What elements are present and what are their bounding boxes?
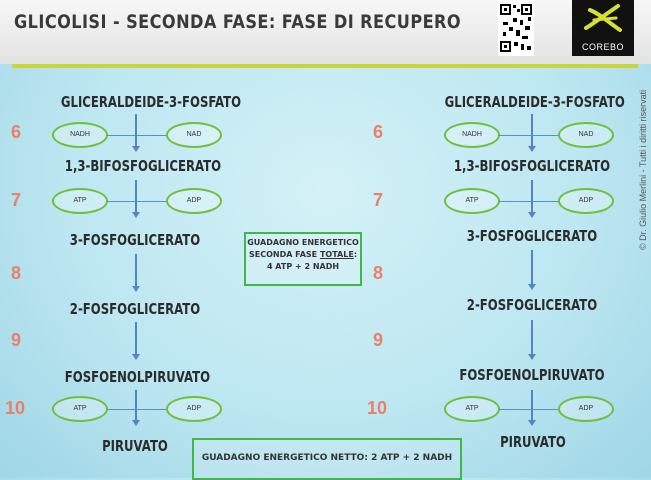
metabolite-fosfoenolpiruvato: FOSFOENOLPIRUVATO [459, 366, 605, 384]
page-title: GLICOLISI - SECONDA FASE: FASE DI RECUPE… [14, 11, 462, 33]
accent-rule [12, 64, 638, 68]
cofactor-adp: ADP [558, 188, 614, 214]
step-number-6: 6 [11, 122, 22, 142]
metabolite-3-fosfoglicerato: 3-FOSFOGLICERATO [466, 227, 598, 245]
metabolite-piruvato: PIRUVATO [102, 437, 168, 455]
step-number-7: 7 [11, 190, 22, 210]
arrow-icon [132, 390, 140, 426]
arrow-icon [132, 322, 140, 360]
cofactor-nad: NAD [166, 122, 222, 148]
copyright-notice: © Dr. Giulio Merlini - Tutti i diritti r… [638, 89, 648, 250]
metabolite-gliceraldeide-3-fosfato: GLICERALDEIDE-3-FOSFATO [60, 93, 242, 111]
arrow-icon [528, 320, 536, 360]
step-number-6: 6 [373, 122, 384, 142]
net-energy-box: GUADAGNO ENERGETICO NETTO: 2 ATP + 2 NAD… [192, 438, 462, 480]
arrow-icon [528, 114, 536, 152]
corebo-symbol-icon [584, 4, 622, 32]
energy-gain-line1: GUADAGNO ENERGETICO [247, 238, 359, 247]
metabolite-gliceraldeide-3-fosfato: GLICERALDEIDE-3-FOSFATO [444, 93, 625, 111]
cofactor-adp: ADP [166, 188, 222, 214]
energy-gain-emphasis: TOTALE [319, 250, 354, 259]
cofactor-line [498, 201, 560, 202]
arrow-icon [132, 180, 140, 218]
cofactor-line [498, 409, 560, 410]
step-number-8: 8 [373, 263, 384, 283]
cofactor-line [106, 135, 168, 136]
step-number-10: 10 [5, 398, 26, 418]
arrow-icon [528, 390, 536, 426]
metabolite-1-3-bifosfoglicerato: 1,3-BIFOSFOGLICERATO [64, 157, 222, 175]
cofactor-nadh: NADH [52, 122, 108, 148]
header-bar: GLICOLISI - SECONDA FASE: FASE DI RECUPE… [0, 0, 651, 64]
cofactor-line [106, 409, 168, 410]
step-number-9: 9 [11, 330, 22, 350]
step-number-8: 8 [11, 263, 22, 283]
cofactor-adp: ADP [166, 396, 222, 422]
qr-code-icon [498, 0, 534, 56]
step-number-9: 9 [373, 330, 384, 350]
metabolite-2-fosfoglicerato: 2-FOSFOGLICERATO [69, 300, 201, 318]
logo-text: COREBO [581, 42, 624, 52]
energy-gain-box: GUADAGNO ENERGETICO SECONDA FASE TOTALE:… [244, 232, 362, 286]
cofactor-atp: ATP [444, 188, 500, 214]
metabolite-piruvato: PIRUVATO [500, 433, 566, 451]
step-number-7: 7 [373, 190, 384, 210]
arrow-icon [132, 114, 140, 152]
energy-gain-line3: 4 ATP + 2 NADH [266, 262, 340, 271]
cofactor-nad: NAD [558, 122, 614, 148]
arrow-icon [132, 254, 140, 292]
cofactor-adp: ADP [558, 396, 614, 422]
cofactor-atp: ATP [52, 396, 108, 422]
corebo-logo: COREBO [572, 0, 634, 56]
cofactor-atp: ATP [444, 396, 500, 422]
metabolite-3-fosfoglicerato: 3-FOSFOGLICERATO [69, 231, 201, 249]
cofactor-atp: ATP [52, 188, 108, 214]
metabolite-1-3-bifosfoglicerato: 1,3-BIFOSFOGLICERATO [453, 157, 611, 175]
arrow-icon [528, 250, 536, 290]
metabolite-fosfoenolpiruvato: FOSFOENOLPIRUVATO [64, 368, 211, 386]
step-number-10: 10 [367, 398, 388, 418]
cofactor-line [498, 135, 560, 136]
metabolite-2-fosfoglicerato: 2-FOSFOGLICERATO [466, 296, 598, 314]
arrow-icon [528, 180, 536, 218]
cofactor-nadh: NADH [444, 122, 500, 148]
energy-gain-line2: SECONDA FASE TOTALE: [248, 250, 358, 259]
cofactor-line [106, 201, 168, 202]
